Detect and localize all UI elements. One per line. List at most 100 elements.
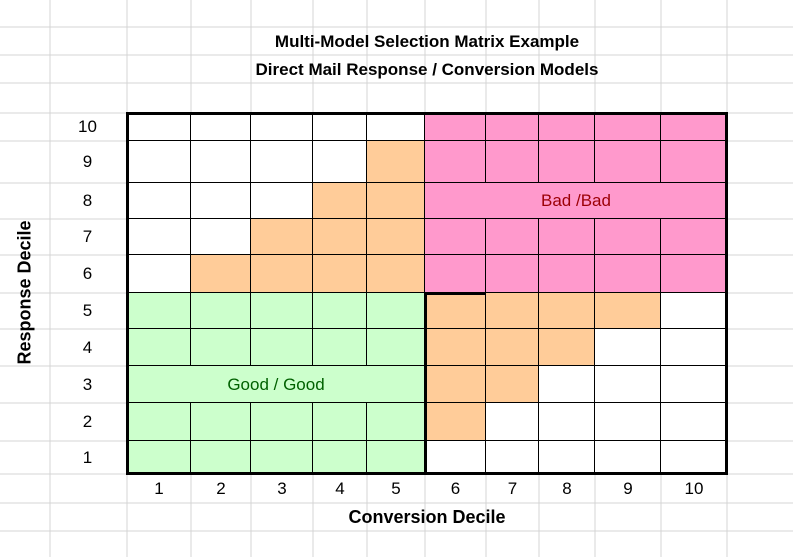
matrix-cell-none: [539, 441, 595, 474]
matrix-cell-none: [191, 219, 251, 255]
matrix-cell-good: [251, 329, 313, 366]
matrix-cell-none: [486, 403, 539, 441]
matrix-cell-none: [251, 141, 313, 183]
matrix-cell-bad: [661, 219, 727, 255]
y-tick-label: 8: [82, 191, 93, 210]
matrix-cell-good: [313, 403, 367, 441]
matrix-cell-none: [539, 366, 595, 403]
bad-bad-region-label: Bad /Bad: [541, 191, 611, 210]
matrix-cell-mixed: [486, 329, 539, 366]
matrix-cell-good: [367, 293, 425, 329]
matrix-cell-mixed: [425, 329, 486, 366]
y-tick-label: 4: [82, 337, 93, 357]
matrix-cell-bad: [486, 183, 539, 219]
matrix-cell-none: [539, 403, 595, 441]
matrix-cell-good: [191, 329, 251, 366]
matrix-cell-none: [127, 141, 191, 183]
x-tick-label: 7: [507, 479, 518, 498]
matrix-cell-mixed: [486, 366, 539, 403]
matrix-cell-none: [661, 293, 727, 329]
matrix-cell-good: [127, 403, 191, 441]
x-tick-label: 3: [277, 479, 287, 498]
matrix-cell-bad: [425, 113, 486, 141]
matrix-cell-good: [191, 293, 251, 329]
y-tick-label: 9: [82, 152, 93, 171]
matrix-cell-none: [191, 113, 251, 141]
matrix-cell-mixed: [367, 255, 425, 293]
chart-title: Multi-Model Selection Matrix Example: [274, 32, 580, 51]
matrix-cell-good: [251, 293, 313, 329]
matrix-cell-good: [367, 403, 425, 441]
y-tick-label: 10: [78, 117, 97, 136]
matrix-cell-bad: [425, 183, 486, 219]
matrix-cell-good: [313, 293, 367, 329]
x-tick-label: 10: [684, 479, 704, 498]
matrix-cell-mixed: [367, 141, 425, 183]
matrix-cell-good: [313, 366, 367, 403]
x-tick-label: 5: [391, 479, 401, 498]
matrix-cell-none: [425, 441, 486, 474]
matrix-cell-good: [127, 441, 191, 474]
matrix-cell-bad: [661, 141, 727, 183]
matrix-cell-bad: [661, 255, 727, 293]
matrix-cell-bad: [595, 141, 661, 183]
y-tick-label: 1: [82, 447, 93, 467]
matrix-cell-mixed: [539, 329, 595, 366]
matrix-cell-mixed: [367, 183, 425, 219]
matrix-cell-good: [251, 366, 313, 403]
matrix-cell-good: [367, 329, 425, 366]
matrix-cell-none: [127, 113, 191, 141]
matrix-cell-mixed: [367, 219, 425, 255]
matrix-cell-good: [191, 441, 251, 474]
matrix-cell-none: [251, 113, 313, 141]
matrix-cell-good: [367, 366, 425, 403]
matrix-cell-none: [313, 141, 367, 183]
matrix-cell-none: [661, 441, 727, 474]
matrix-cell-bad: [595, 219, 661, 255]
matrix-cell-none: [661, 403, 727, 441]
x-axis-label: Conversion Decile: [348, 507, 506, 527]
matrix-cell-good: [191, 403, 251, 441]
matrix-cell-none: [595, 403, 661, 441]
matrix-cell-none: [251, 183, 313, 219]
matrix-cell-bad: [539, 255, 595, 293]
y-tick-label: 3: [82, 374, 93, 394]
matrix-cell-bad: [595, 113, 661, 141]
matrix-cell-good: [251, 403, 313, 441]
matrix-cell-bad: [539, 141, 595, 183]
matrix-cell-mixed: [313, 219, 367, 255]
matrix-cell-bad: [539, 219, 595, 255]
y-tick-label: 2: [82, 412, 93, 431]
region-border: [425, 292, 486, 295]
matrix-cell-none: [367, 113, 425, 141]
matrix-cell-bad: [661, 183, 727, 219]
matrix-cell-good: [313, 329, 367, 366]
y-axis-label: Response Decile: [14, 220, 35, 365]
matrix-cell-bad: [425, 141, 486, 183]
matrix-cell-bad: [425, 219, 486, 255]
matrix-cell-mixed: [595, 293, 661, 329]
matrix-cell-good: [127, 366, 191, 403]
matrix-cell-mixed: [486, 293, 539, 329]
matrix-cell-mixed: [251, 255, 313, 293]
matrix-cell-bad: [539, 113, 595, 141]
region-border: [424, 293, 427, 474]
x-tick-label: 2: [216, 479, 226, 498]
matrix-cell-bad: [486, 141, 539, 183]
matrix-cell-bad: [486, 113, 539, 141]
matrix-cell-mixed: [425, 403, 486, 441]
matrix-cell-none: [486, 441, 539, 474]
matrix-cell-mixed: [313, 255, 367, 293]
matrix-cell-bad: [486, 219, 539, 255]
matrix-cell-good: [127, 329, 191, 366]
matrix-cell-mixed: [539, 293, 595, 329]
matrix-cell-none: [127, 219, 191, 255]
matrix-cell-good: [127, 293, 191, 329]
matrix-cell-bad: [595, 183, 661, 219]
matrix-cell-good: [251, 441, 313, 474]
y-tick-label: 5: [82, 301, 93, 320]
y-tick-label: 7: [82, 227, 93, 246]
matrix-cell-mixed: [425, 366, 486, 403]
matrix-cell-bad: [539, 183, 595, 219]
matrix-cell-bad: [661, 113, 727, 141]
